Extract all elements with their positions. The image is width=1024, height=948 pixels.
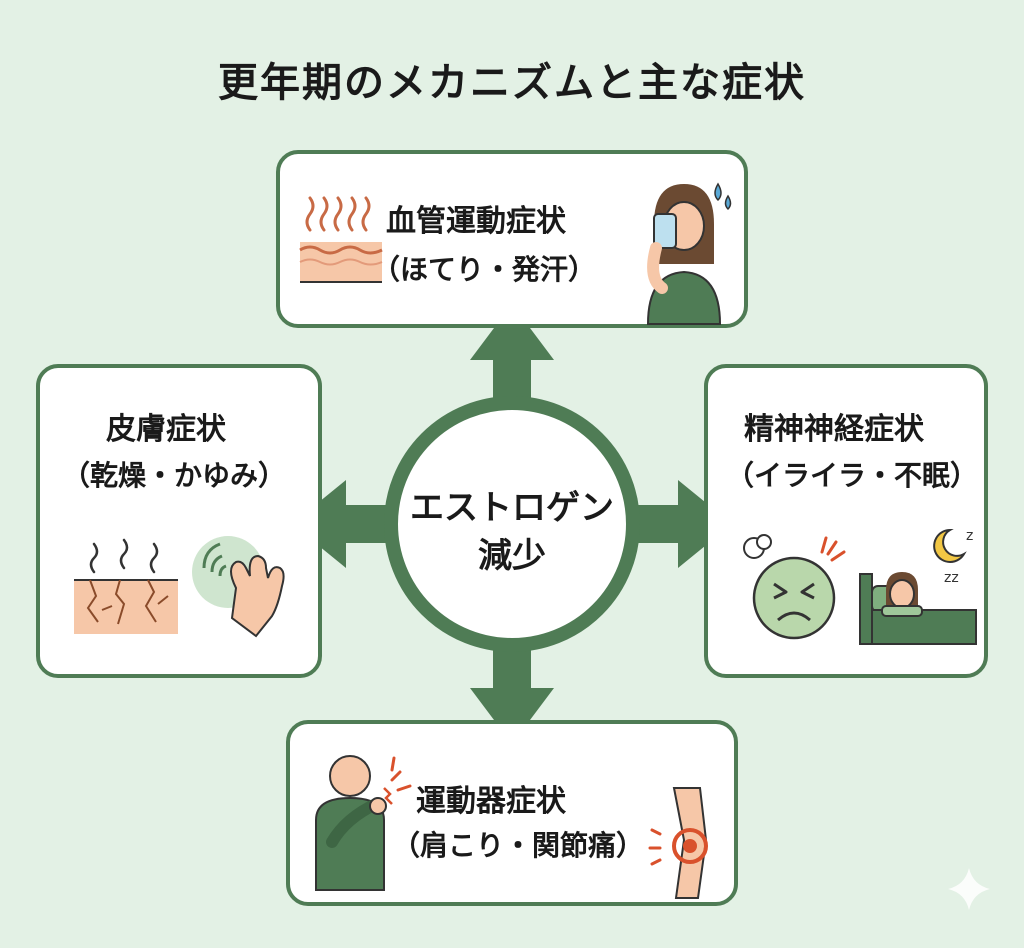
sweating-woman-icon [646,182,732,325]
psychoneurological-subtitle: （イライラ・不眠） [726,459,979,492]
knee-pain-icon [648,787,708,899]
svg-text:zz: zz [944,570,959,586]
dry-cracked-skin-icon [74,538,178,634]
locomotor-heading: 運動器症状 [416,784,566,819]
sleepless-woman-icon: z zz [859,528,977,645]
center-label-line2: 減少 [478,536,546,576]
arrow-left [292,480,386,568]
vasomotor-subtitle: （ほてり・発汗） [372,253,597,286]
arrow-down [470,650,554,744]
sparkle-icon [948,868,990,910]
irritated-face-icon [743,534,846,640]
itchy-hand-icon [192,536,285,638]
vasomotor-symptoms-box: 血管運動症状 （ほてり・発汗） [276,150,748,328]
locomotor-symptoms-box: 運動器症状 （肩こり・関節痛） [286,720,738,906]
psychoneurological-symptoms-box: 精神神経症状 （イライラ・不眠） z zz [704,364,988,678]
center-label-line1: エストロゲン [410,488,614,528]
vasomotor-heading: 血管運動症状 [386,204,566,239]
psychoneurological-heading: 精神神経症状 [744,412,924,447]
skin-subtitle: （乾燥・かゆみ） [62,459,287,492]
heat-waves-skin-icon [299,196,383,283]
svg-text:z: z [966,528,973,544]
arrow-up [470,304,554,398]
shoulder-pain-icon [315,755,412,891]
estrogen-decrease-circle: エストロゲン 減少 [384,396,640,652]
skin-symptoms-box: 皮膚症状 （乾燥・かゆみ） [36,364,322,678]
page-title: 更年期のメカニズムと主な症状 [218,60,806,106]
locomotor-subtitle: （肩こり・関節痛） [392,829,645,862]
skin-heading: 皮膚症状 [106,412,226,447]
arrow-right [638,480,732,568]
